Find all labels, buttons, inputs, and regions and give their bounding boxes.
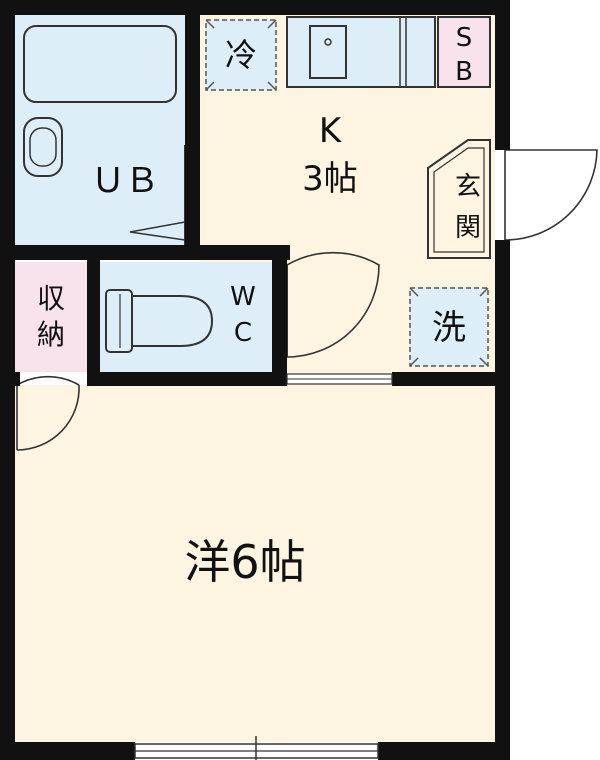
unit-bath-floor — [15, 15, 200, 248]
entrance-label-bottom: 関 — [455, 213, 481, 243]
washer-corner-4 — [479, 357, 489, 367]
fridge-corner-3 — [205, 81, 215, 91]
toilet-floor — [100, 262, 272, 372]
fridge-corner-2 — [267, 19, 277, 29]
washer-label: 洗 — [432, 308, 466, 348]
shoe-box-label-bottom: B — [455, 57, 473, 87]
washer-corner-3 — [409, 357, 419, 367]
toilet-label-c: C — [234, 318, 252, 348]
entrance-step-inner — [433, 147, 485, 253]
kitchen-size: 3帖 — [302, 159, 358, 199]
bathtub — [23, 25, 177, 103]
walls — [0, 0, 510, 760]
storage-door-arc — [16, 384, 80, 451]
washer-corner-2 — [479, 287, 489, 297]
shoe-box — [437, 16, 491, 88]
western-room-label: 洋6帖 — [184, 535, 305, 589]
storage-floor — [15, 262, 87, 372]
entrance-step — [427, 139, 491, 259]
storage-label-top: 収 — [37, 282, 65, 315]
western-room-floor — [15, 385, 495, 742]
kitchen-sink — [309, 25, 347, 79]
toilet-label-w: W — [230, 282, 256, 312]
bath-sink — [23, 117, 63, 177]
fridge-corner-1 — [205, 19, 215, 29]
toilet-bowl — [131, 295, 214, 347]
shoe-box-label-top: S — [456, 23, 473, 53]
kitchen-name: K — [319, 111, 343, 151]
entrance-door-swing — [504, 149, 598, 241]
fridge-label: 冷 — [225, 36, 257, 74]
unit-bath-label: ＵＢ — [91, 161, 159, 201]
kitchen-drain — [324, 38, 332, 46]
entrance-label-top: 玄 — [455, 172, 481, 202]
bath-door-swing — [129, 221, 186, 241]
storage-label-bottom: 納 — [37, 318, 65, 351]
bath-sink-inner — [29, 127, 57, 167]
washer-space — [409, 287, 489, 367]
fridge-corner-4 — [267, 81, 277, 91]
fridge-space — [205, 19, 277, 91]
kitchen-counter — [286, 16, 436, 88]
washer-corner-1 — [409, 287, 419, 297]
toilet-door-swing — [286, 251, 380, 358]
